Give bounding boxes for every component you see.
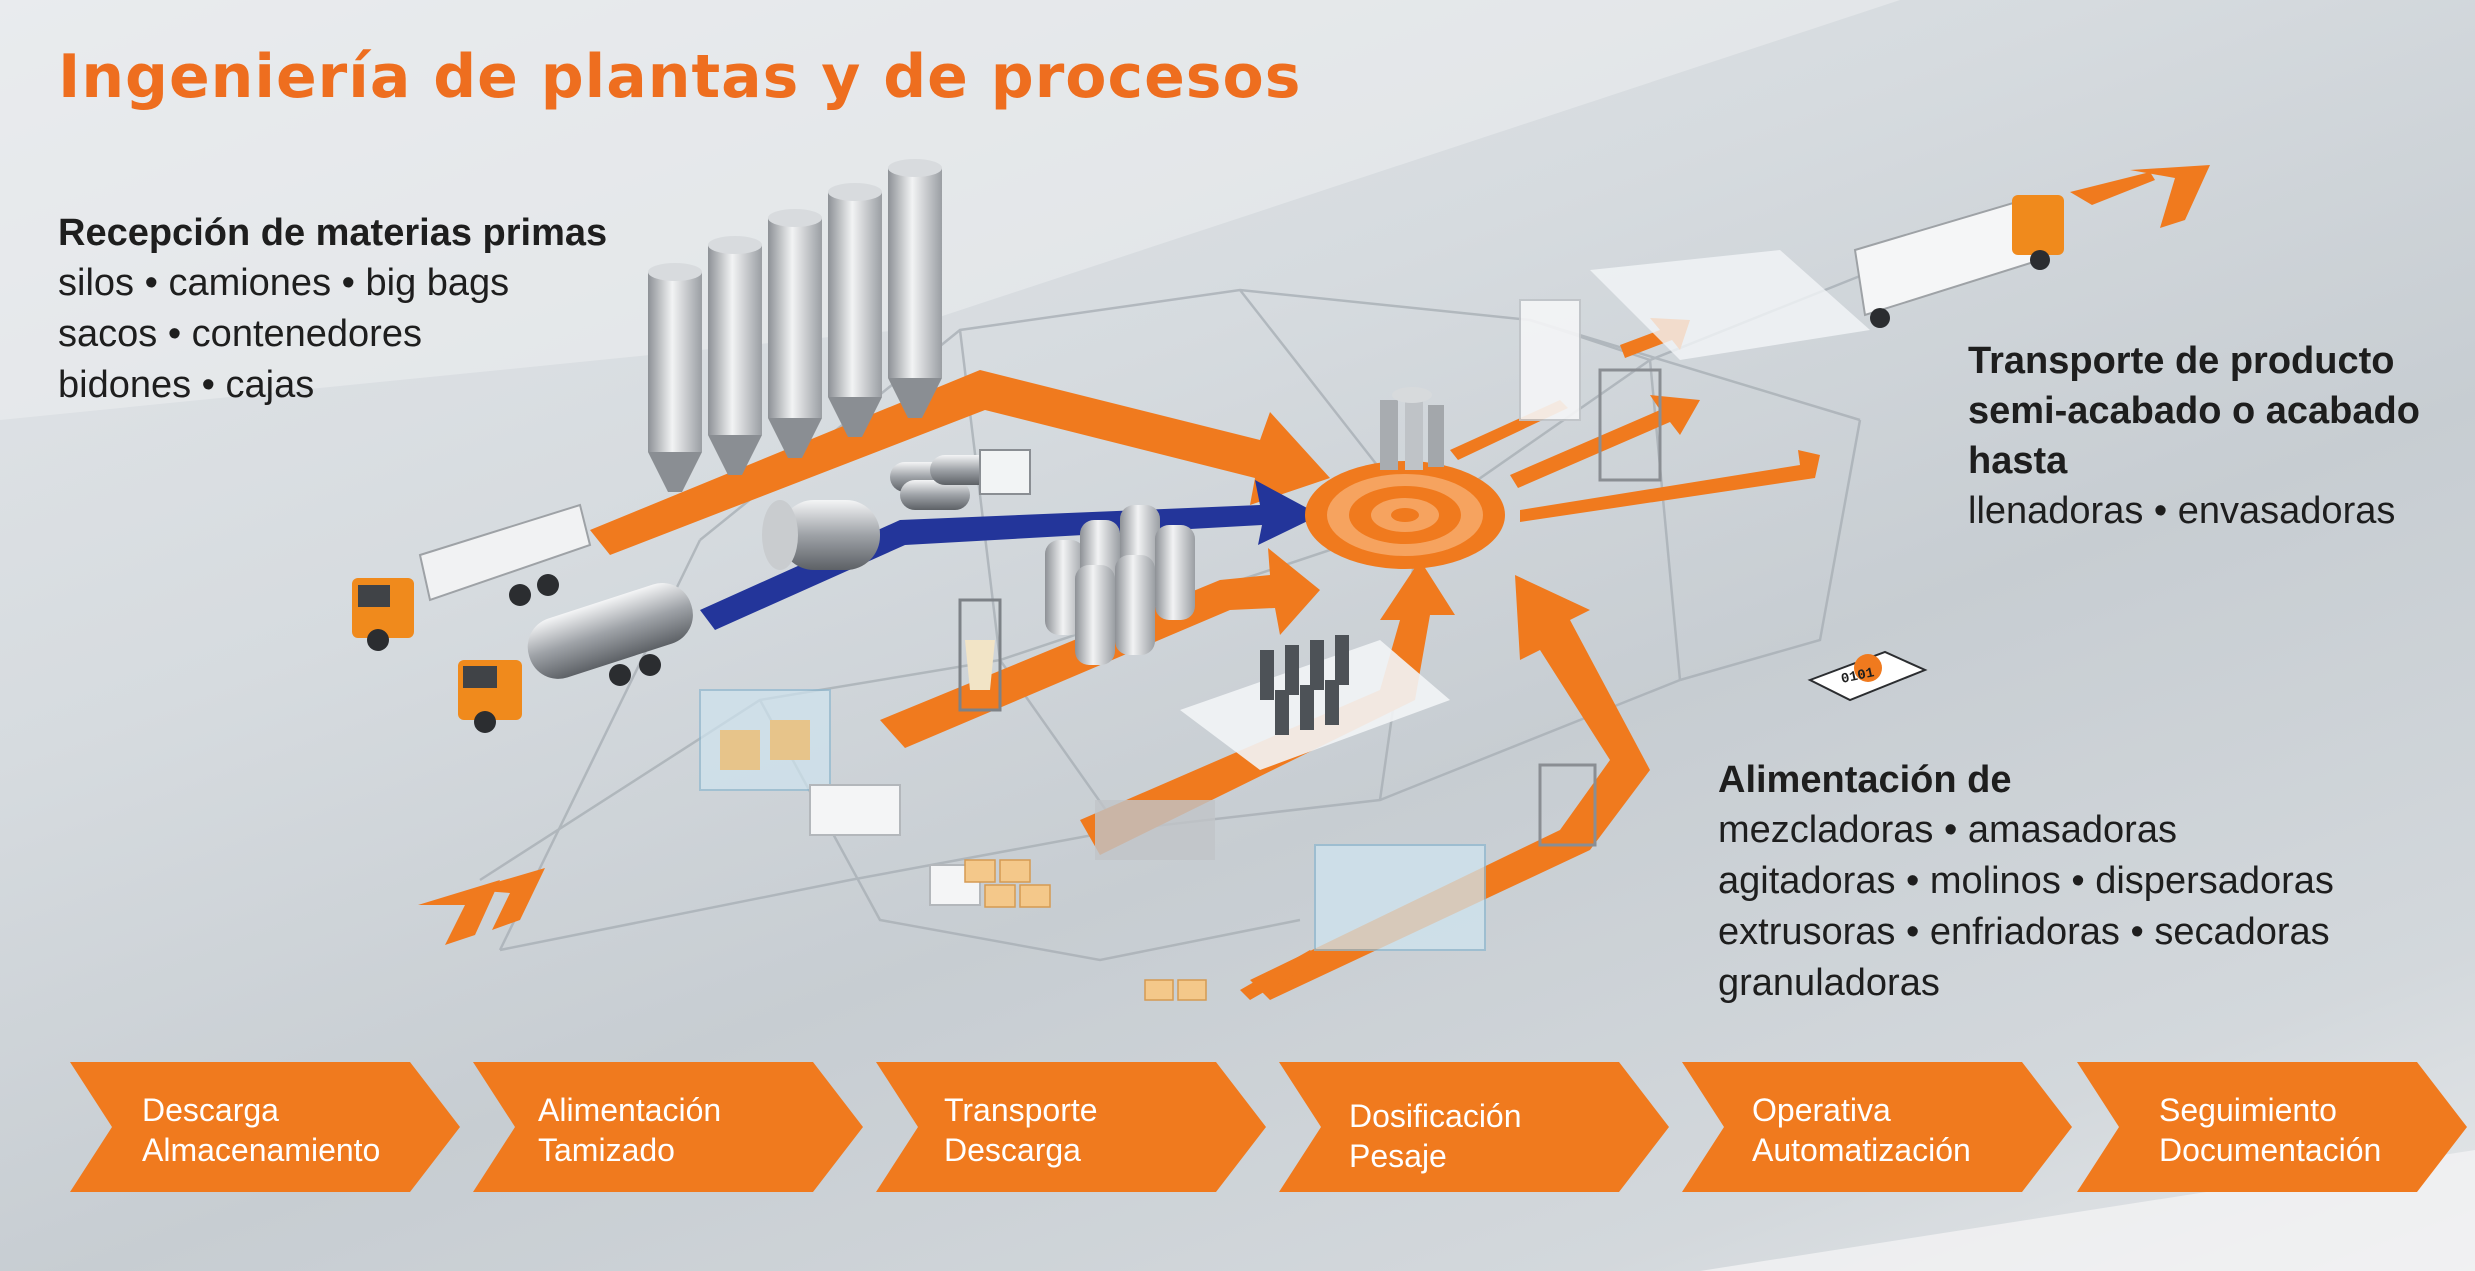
- reception-heading: Recepción de materias primas: [58, 212, 608, 254]
- stage-chevron-shape: [473, 1062, 863, 1192]
- stage-descarga: Descarga Almacenamiento: [70, 1062, 468, 1192]
- feeding-line: mezcladoras • amasadoras: [1718, 809, 2177, 851]
- stage-line: Transporte: [944, 1092, 1098, 1128]
- stage-line: Pesaje: [1349, 1138, 1447, 1174]
- chevron-arrow-icon: [418, 868, 545, 945]
- storage-tank-icon: [762, 449, 1031, 570]
- stage-line: Seguimiento: [2159, 1092, 2337, 1128]
- gear-badge-icon: [1807, 650, 1928, 702]
- chevron-arrow-icon: [2070, 165, 2210, 228]
- stage-line: Descarga: [944, 1132, 1081, 1168]
- stage-label: Descarga Almacenamiento: [142, 1090, 380, 1170]
- transport-line: llenadoras • envasadoras: [1968, 490, 2396, 532]
- silo-icon: [648, 159, 942, 492]
- stage-alimentacion: Alimentación Tamizado: [473, 1062, 871, 1192]
- stage-chevron-shape: [1682, 1062, 2072, 1192]
- transport-heading: hasta: [1968, 440, 2068, 482]
- stage-label: Seguimiento Documentación: [2159, 1090, 2381, 1170]
- page-title: Ingeniería de plantas y de procesos: [58, 42, 1302, 112]
- stage-label: Alimentación Tamizado: [538, 1090, 721, 1170]
- stage-line: Descarga: [142, 1092, 279, 1128]
- stage-label: Dosificación Pesaje: [1349, 1096, 1522, 1176]
- feeding-line: extrusoras • enfriadoras • secadoras: [1718, 911, 2330, 953]
- reception-line: sacos • contenedores: [58, 313, 422, 355]
- stage-operativa: Operativa Automatización: [1682, 1062, 2080, 1192]
- feeding-line: agitadoras • molinos • dispersadoras: [1718, 860, 2334, 902]
- stage-dosificacion: Dosificación Pesaje: [1279, 1062, 1677, 1192]
- stage-line: Alimentación: [538, 1092, 722, 1128]
- stage-seguimiento: Seguimiento Documentación: [2077, 1062, 2475, 1192]
- feeding-line: granuladoras: [1718, 962, 1940, 1004]
- stage-line: Documentación: [2159, 1132, 2382, 1168]
- stage-line: Automatización: [1752, 1132, 1971, 1168]
- transport-block: Transporte de producto semi-acabado o ac…: [1968, 336, 2420, 537]
- stage-line: Almacenamiento: [142, 1132, 381, 1168]
- reception-block: Recepción de materias primas silos • cam…: [58, 208, 607, 411]
- transport-heading: Transporte de producto: [1968, 340, 2395, 382]
- machinery-icons: [699, 250, 1870, 1001]
- stage-label: Operativa Automatización: [1752, 1090, 1971, 1170]
- stage-line: Operativa: [1752, 1092, 1891, 1128]
- stage-chevron-shape: [2077, 1062, 2467, 1192]
- tanker-icon: [458, 583, 693, 733]
- silo-cluster-icon: [1045, 505, 1195, 665]
- reception-line: bidones • cajas: [58, 364, 315, 406]
- stage-line: Dosificación: [1349, 1098, 1522, 1134]
- feeding-heading: Alimentación de: [1718, 759, 2012, 801]
- stage-transporte: Transporte Descarga: [876, 1062, 1274, 1192]
- stage-chevron-shape: [876, 1062, 1266, 1192]
- reception-line: silos • camiones • big bags: [58, 262, 510, 304]
- dosing-target-icon: [1305, 387, 1505, 569]
- delivery-truck-icon: [1853, 195, 2064, 328]
- stage-chevron-shape: [1279, 1062, 1669, 1192]
- truck-icon: [352, 503, 592, 651]
- stage-line: Tamizado: [538, 1132, 675, 1168]
- blue-flow-arrow: [700, 480, 1320, 630]
- transport-heading: semi-acabado o acabado: [1968, 390, 2420, 432]
- stage-chevron-shape: [70, 1062, 460, 1192]
- stage-label: Transporte Descarga: [944, 1090, 1098, 1170]
- badge-text: 0101: [1840, 665, 1876, 688]
- feeding-block: Alimentación de mezcladoras • amasadoras…: [1718, 755, 2334, 1009]
